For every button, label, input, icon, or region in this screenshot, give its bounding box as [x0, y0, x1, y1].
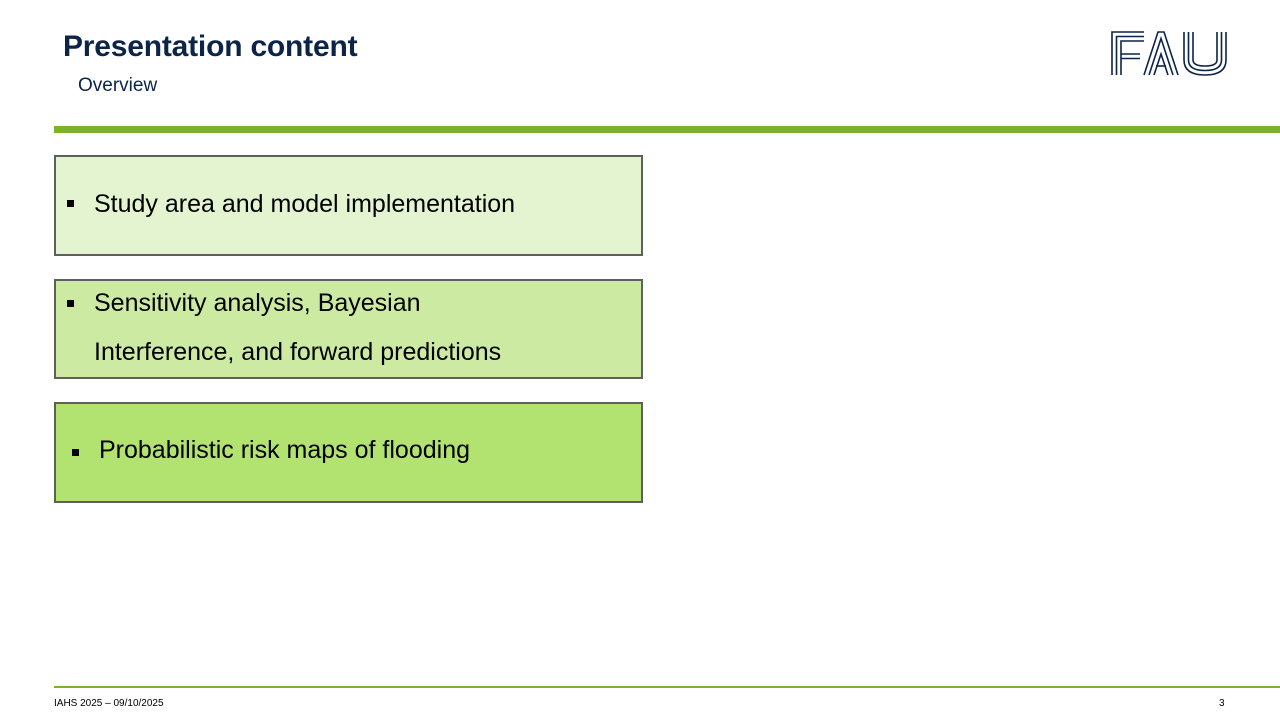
content-item-text: Probabilistic risk maps of flooding	[99, 436, 470, 464]
footer-divider	[54, 686, 1280, 688]
content-box-sensitivity: Sensitivity analysis, Bayesian Interfere…	[54, 279, 643, 379]
content-box-study-area: Study area and model implementation	[54, 155, 643, 256]
header-divider	[54, 126, 1280, 133]
content-item-text: Study area and model implementation	[94, 189, 516, 218]
page-subtitle: Overview	[78, 75, 158, 96]
content-item-text: Sensitivity analysis, Bayesian	[94, 289, 421, 317]
fau-logo-icon	[1111, 31, 1227, 76]
footer-event-date: IAHS 2025 – 09/10/2025	[54, 698, 164, 709]
page-title: Presentation content	[63, 30, 358, 63]
content-item-text: Interference, and forward predictions	[94, 337, 502, 366]
page-number: 3	[1219, 698, 1225, 709]
bullet-icon	[67, 299, 74, 307]
bullet-icon	[67, 200, 74, 207]
bullet-icon	[72, 448, 79, 456]
content-box-risk-maps: Probabilistic risk maps of flooding	[54, 402, 643, 503]
